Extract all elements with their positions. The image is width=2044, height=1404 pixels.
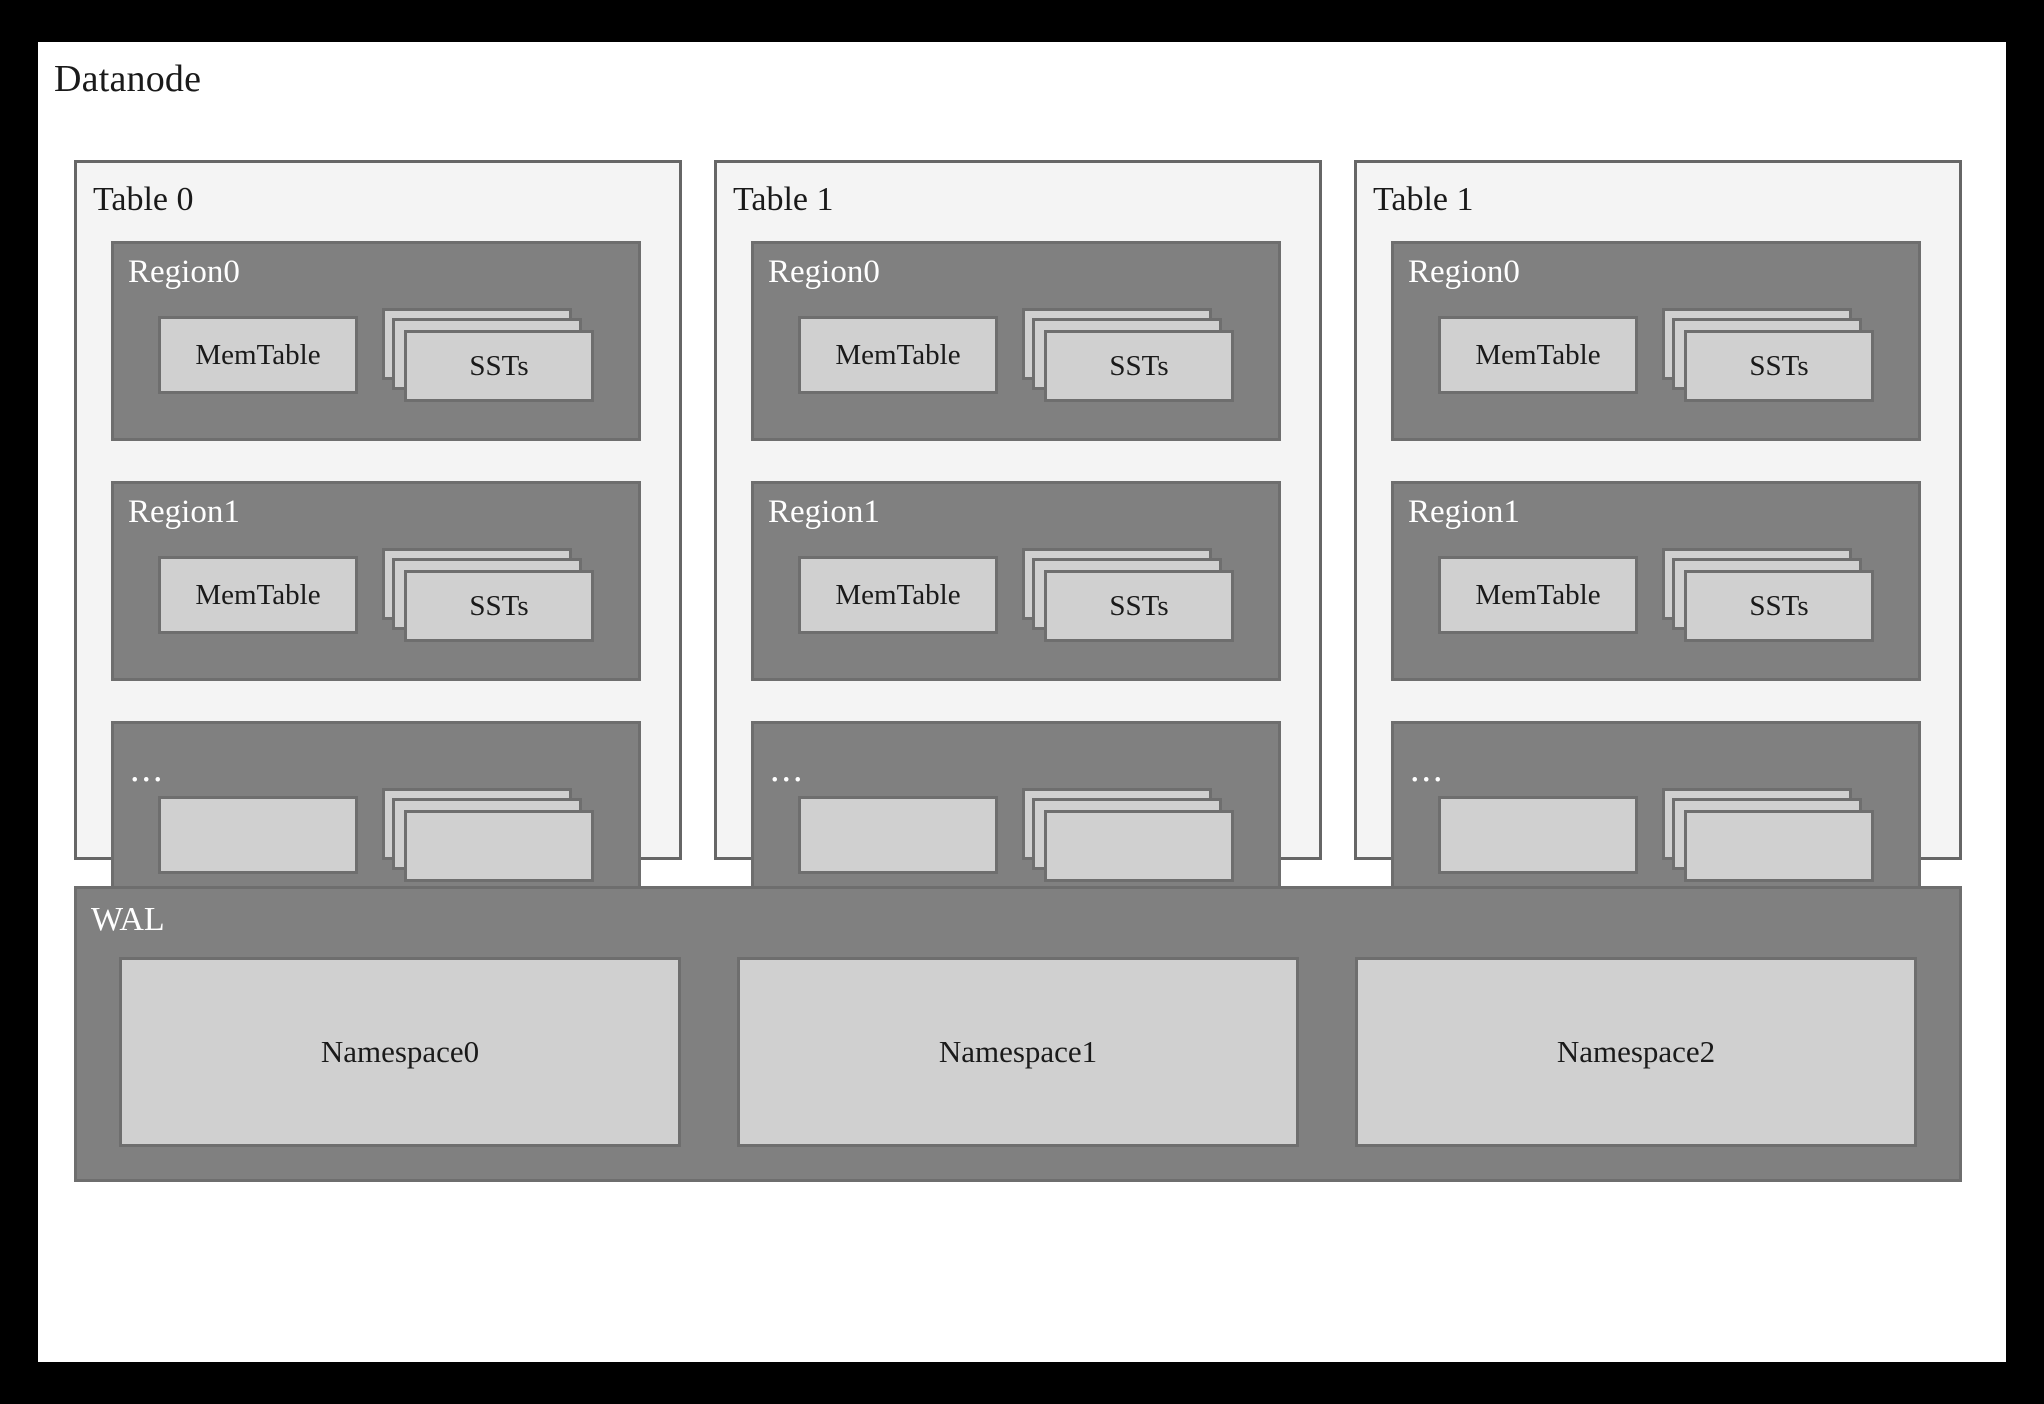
sst-layer-front[interactable]: [1684, 810, 1874, 882]
table-label: Table 1: [1373, 181, 1474, 218]
memtable-box[interactable]: MemTable: [1438, 556, 1638, 634]
ellipsis-label: ...: [1410, 748, 1445, 790]
namespace-box-1[interactable]: Namespace1: [737, 957, 1299, 1147]
table-panel-2[interactable]: Table 1 Region0 MemTable SSTs Region1 Me…: [1354, 160, 1962, 921]
region-box[interactable]: Region1 MemTable SSTs: [1391, 481, 1921, 681]
memtable-box[interactable]: MemTable: [1438, 316, 1638, 394]
table-label: Table 0: [93, 181, 194, 218]
memtable-box[interactable]: [1438, 796, 1638, 874]
wal-panel[interactable]: WAL Namespace0 Namespace1 Namespace2: [74, 886, 1962, 1182]
table-panel-1[interactable]: Table 1 Region0 MemTable SSTs Region1 Me…: [714, 160, 1322, 921]
region-label: Region1: [768, 494, 880, 530]
sst-layer-front[interactable]: [404, 810, 594, 882]
region-box[interactable]: Region0 MemTable SSTs: [1391, 241, 1921, 441]
table-label: Table 1: [733, 181, 834, 218]
region-label: Region0: [128, 254, 240, 290]
region-box[interactable]: Region0 MemTable SSTs: [751, 241, 1281, 441]
sst-stack[interactable]: [382, 788, 594, 884]
sst-stack[interactable]: SSTs: [1022, 308, 1234, 404]
ellipsis-label: ...: [770, 748, 805, 790]
sst-layer-front[interactable]: SSTs: [1684, 570, 1874, 642]
sst-stack[interactable]: SSTs: [1022, 548, 1234, 644]
sst-stack[interactable]: SSTs: [1662, 308, 1874, 404]
sst-stack[interactable]: SSTs: [382, 548, 594, 644]
region-label: Region0: [768, 254, 880, 290]
sst-layer-front[interactable]: SSTs: [1044, 570, 1234, 642]
memtable-box[interactable]: [158, 796, 358, 874]
page-title: Datanode: [54, 58, 202, 100]
region-box[interactable]: Region0 MemTable SSTs: [111, 241, 641, 441]
sst-layer-front[interactable]: SSTs: [404, 570, 594, 642]
sst-layer-front[interactable]: [1044, 810, 1234, 882]
datanode-canvas: Datanode Table 0 Region0 MemTable SSTs R…: [38, 42, 2006, 1362]
sst-stack[interactable]: SSTs: [382, 308, 594, 404]
sst-layer-front[interactable]: SSTs: [1044, 330, 1234, 402]
sst-stack[interactable]: SSTs: [1662, 548, 1874, 644]
region-label: Region1: [1408, 494, 1520, 530]
region-label: Region0: [1408, 254, 1520, 290]
region-label: Region1: [128, 494, 240, 530]
sst-stack[interactable]: [1662, 788, 1874, 884]
namespace-box-2[interactable]: Namespace2: [1355, 957, 1917, 1147]
region-box[interactable]: Region1 MemTable SSTs: [751, 481, 1281, 681]
table-panel-0[interactable]: Table 0 Region0 MemTable SSTs Region1 Me…: [74, 160, 682, 921]
sst-layer-front[interactable]: SSTs: [1684, 330, 1874, 402]
sst-layer-front[interactable]: SSTs: [404, 330, 594, 402]
region-box[interactable]: Region1 MemTable SSTs: [111, 481, 641, 681]
memtable-box[interactable]: MemTable: [158, 316, 358, 394]
memtable-box[interactable]: MemTable: [798, 556, 998, 634]
sst-stack[interactable]: [1022, 788, 1234, 884]
memtable-box[interactable]: MemTable: [158, 556, 358, 634]
wal-label: WAL: [91, 901, 165, 938]
memtable-box[interactable]: MemTable: [798, 316, 998, 394]
ellipsis-label: ...: [130, 748, 165, 790]
memtable-box[interactable]: [798, 796, 998, 874]
namespace-box-0[interactable]: Namespace0: [119, 957, 681, 1147]
